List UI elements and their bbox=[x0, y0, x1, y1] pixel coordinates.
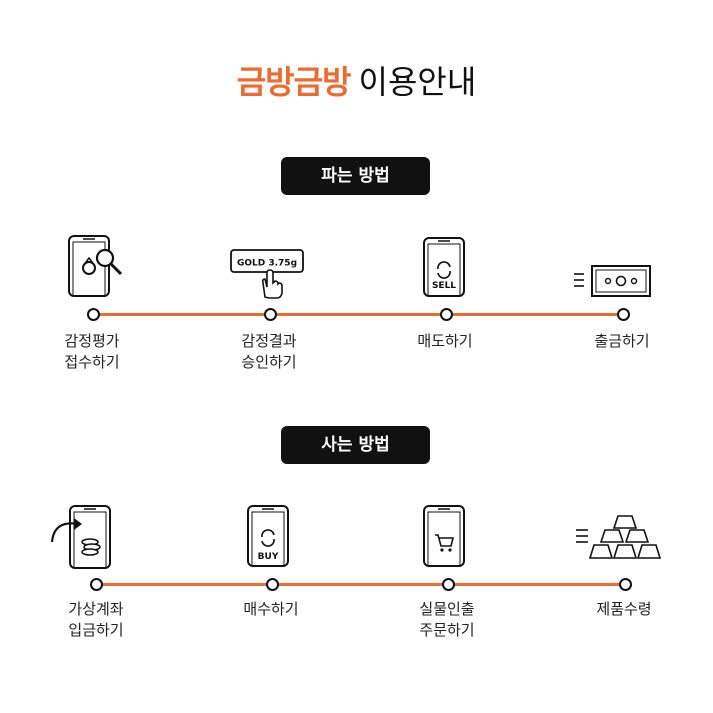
phone-sell-icon: SELL bbox=[423, 237, 465, 297]
buy-step-dot bbox=[90, 578, 103, 591]
gold-tag-hand-cursor-icon: GOLD 3.75g bbox=[230, 249, 304, 299]
cash-icon bbox=[574, 265, 651, 297]
sell-timeline bbox=[95, 313, 626, 316]
sell-screen-text: SELL bbox=[432, 281, 456, 291]
gold-bars-icon bbox=[576, 515, 662, 559]
buy-step-label: 매수하기 bbox=[243, 600, 299, 618]
sell-step-dot bbox=[264, 308, 277, 321]
phone-buy-icon: BUY bbox=[247, 505, 289, 567]
buy-step-label: 제품수령 bbox=[596, 600, 652, 618]
phone-cart-icon bbox=[423, 505, 465, 567]
title-rest: 이용안내 bbox=[358, 63, 477, 101]
phone-ring-magnifier-icon bbox=[68, 235, 123, 297]
brand-name: 금방금방 bbox=[236, 63, 352, 101]
sell-step-dot bbox=[617, 308, 630, 321]
buy-step-dot bbox=[266, 578, 279, 591]
gold-tag-text: GOLD 3.75g bbox=[237, 259, 297, 269]
buy-section-title: 사는 방법 bbox=[281, 426, 430, 464]
phone-coin-arrow-icon bbox=[50, 505, 111, 569]
sell-step-label: 매도하기 bbox=[417, 332, 473, 350]
buy-step-dot bbox=[619, 578, 632, 591]
sell-step-dot bbox=[87, 308, 100, 321]
buy-timeline bbox=[98, 583, 626, 586]
sell-section-title: 파는 방법 bbox=[281, 157, 430, 195]
sell-step-label: 출금하기 bbox=[594, 332, 650, 350]
sell-step-dot bbox=[440, 308, 453, 321]
buy-step-dot bbox=[442, 578, 455, 591]
buy-screen-text: BUY bbox=[258, 552, 279, 562]
